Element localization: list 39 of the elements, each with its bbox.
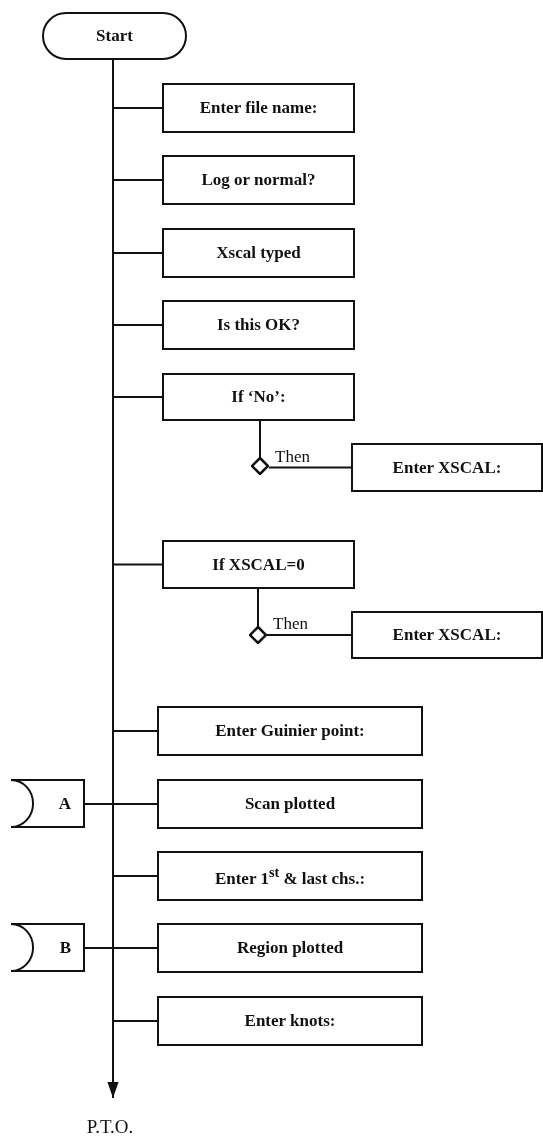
connector-line [84,803,158,805]
process-box [162,228,355,278]
process-box [162,83,355,133]
connector-line [259,420,261,458]
continuation-note: P.T.O. [86,1116,134,1138]
process-box [351,611,543,659]
node-label: Enter knots: [244,1011,336,1031]
node-label: Is this OK? [216,315,301,335]
node-label: If XSCAL=0 [212,554,305,575]
node-label: Region plotted [236,938,344,958]
process-box [157,779,423,829]
process-box [157,851,423,901]
node-label: Scan plotted [244,794,336,814]
process-box [157,923,423,973]
process-box [157,706,423,756]
edge-label: Then [274,447,311,465]
connector-line [84,947,158,949]
node-label: Start [96,26,133,46]
process-box [157,996,423,1046]
node-label: Enter file name: [199,98,318,118]
node-label: A [58,793,71,814]
edge-label: Then [272,615,309,632]
node-label: If ‘No’: [231,387,286,407]
process-box [162,540,355,589]
node-label: Enter XSCAL: [392,625,502,645]
terminator-box [42,12,187,60]
node-label: Enter 1$^{st}$ & last chs.: [214,863,366,889]
node-label: Enter Guinier point: [215,721,365,741]
node-label: B [59,937,71,958]
connector-line [257,588,259,627]
process-box [162,155,355,205]
process-box [162,300,355,350]
connector-line [268,466,352,469]
node-label: Log or normal? [201,170,316,190]
process-box [351,443,543,492]
node-label: Xscal typed [216,243,301,263]
node-label: Enter XSCAL: [392,457,502,478]
connector-line [266,634,352,636]
process-box [162,373,355,421]
